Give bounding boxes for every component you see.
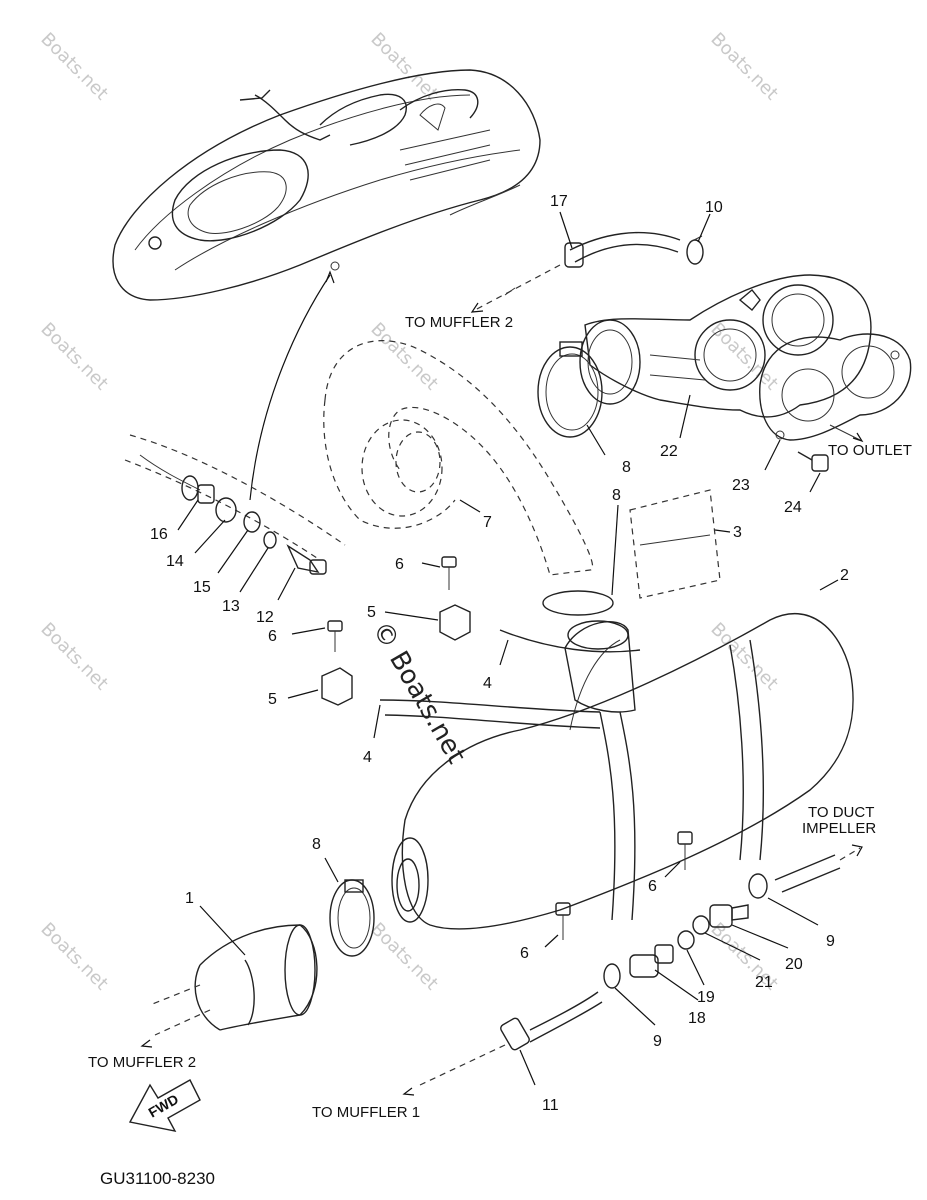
bolt-6-d	[555, 902, 571, 940]
gasket-23	[759, 333, 912, 441]
watermark: Boats.net	[36, 619, 112, 695]
clamp-8-bottom	[329, 879, 375, 957]
fwd-arrow-icon: FWD	[128, 1079, 201, 1132]
hose-17	[470, 231, 681, 313]
label-to-muffler2-bottom: TO MUFFLER 2	[88, 1054, 196, 1071]
bracket-5-b	[321, 667, 353, 706]
pipe-1	[140, 924, 318, 1048]
watermark: Boats.net	[36, 319, 112, 395]
outlet-arrow	[829, 424, 861, 441]
part-number: 18	[688, 1010, 706, 1027]
part-number: 9	[826, 933, 835, 950]
watermarks: Boats.net Boats.net Boats.net Boats.net …	[36, 29, 782, 995]
part-number: 9	[653, 1033, 662, 1050]
hose-11	[402, 991, 603, 1096]
watercraft-illustration	[112, 69, 541, 301]
part-number: 6	[268, 628, 277, 645]
bolt-6-c	[677, 831, 693, 870]
watermark: Boats.net	[366, 919, 442, 995]
part-number: 3	[733, 524, 742, 541]
part-number: 5	[367, 604, 376, 621]
watermark: Boats.net	[36, 919, 112, 995]
direction-labels: TO MUFFLER 2 TO OUTLET TO DUCT IMPELLER …	[88, 314, 912, 1188]
part-number: 7	[483, 514, 492, 531]
part-number: 20	[785, 956, 803, 973]
part-number: 8	[612, 487, 621, 504]
fittings-18-21	[629, 904, 749, 978]
bracket-5-a	[439, 604, 471, 641]
clamp-8-top	[537, 341, 603, 438]
exhaust-elbow-7	[323, 340, 594, 576]
clamp-10	[686, 235, 704, 265]
bolt-6-a	[441, 556, 457, 590]
duct-impeller-pipe	[774, 844, 863, 893]
exhaust-manifold-22	[579, 274, 872, 418]
part-number: 11	[542, 1097, 559, 1114]
label-to-duct: TO DUCT	[808, 804, 874, 821]
part-number: 19	[697, 989, 715, 1006]
part-number: 22	[660, 443, 678, 460]
label-impeller: IMPELLER	[802, 820, 876, 837]
part-number: 8	[312, 836, 321, 853]
part-number: 15	[193, 579, 211, 596]
label-to-muffler1: TO MUFFLER 1	[312, 1104, 420, 1121]
part-number: 1	[185, 890, 194, 907]
bolt-24	[797, 451, 829, 472]
watermark: Boats.net	[706, 619, 782, 695]
part-number: 12	[256, 609, 274, 626]
diagram-code: GU31100-8230	[100, 1169, 215, 1188]
part-number: 23	[732, 477, 750, 494]
clamp-8-middle	[542, 590, 614, 616]
part-number: 17	[550, 193, 568, 210]
part-number: 21	[755, 974, 773, 991]
watermark: Boats.net	[366, 29, 442, 105]
part-number: 6	[520, 945, 529, 962]
part-number: 8	[622, 459, 631, 476]
muffler-body-2	[379, 613, 854, 930]
part-number: 24	[784, 499, 802, 516]
part-number: 16	[150, 526, 168, 543]
clamp-9-upper	[748, 873, 768, 899]
part-number: 2	[840, 567, 849, 584]
part-number: 4	[483, 675, 492, 692]
part-number-labels: 1 2 3 4 4 5 5 6 6 6 6 7 8 8 8 9 9 10 11 …	[150, 193, 849, 1114]
heat-shield-3	[629, 489, 721, 599]
leader-line	[249, 274, 331, 501]
bolt-6-b	[327, 620, 343, 652]
part-number: 10	[705, 199, 723, 216]
leader-lines	[177, 211, 839, 1086]
part-number: 5	[268, 691, 277, 708]
pipe-bracket-assembly	[124, 434, 346, 575]
part-number: 4	[363, 749, 372, 766]
label-to-outlet: TO OUTLET	[828, 442, 912, 459]
clamp-9-lower	[603, 963, 621, 989]
part-number: 13	[222, 598, 240, 615]
watermark: Boats.net	[706, 29, 782, 105]
part-number: 14	[166, 553, 184, 570]
part-number: 6	[395, 556, 404, 573]
watermark: Boats.net	[36, 29, 112, 105]
label-to-muffler2-top: TO MUFFLER 2	[405, 314, 513, 331]
part-number: 6	[648, 878, 657, 895]
